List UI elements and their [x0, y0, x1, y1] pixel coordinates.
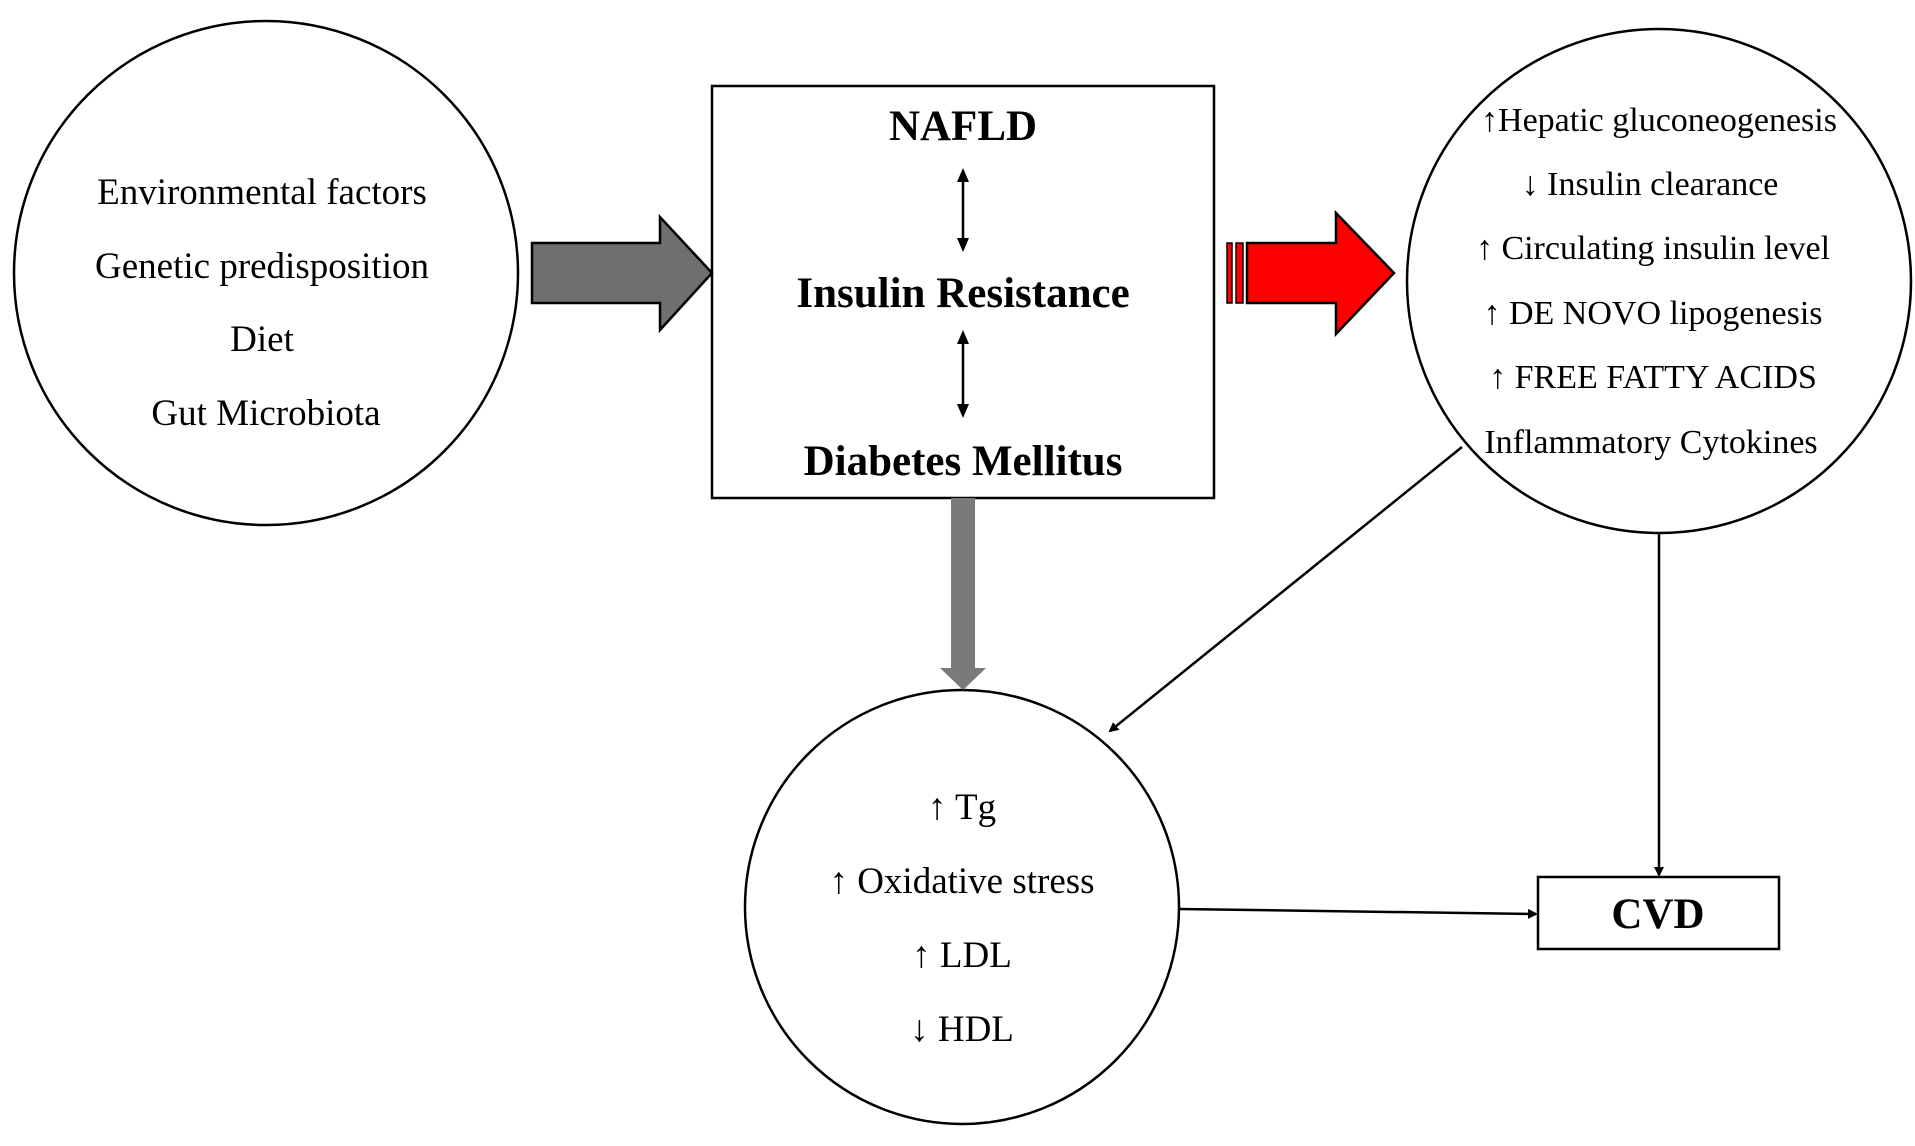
double-arrow-ir-dm	[957, 330, 969, 418]
effect-free-fatty-acids: ↑ FREE FATTY ACIDS	[1489, 359, 1817, 396]
lipid-oxidative-stress: ↑ Oxidative stress	[829, 861, 1095, 902]
insulin-resistance-label: Insulin Resistance	[796, 270, 1130, 317]
nafld-label: NAFLD	[888, 103, 1038, 150]
gray-arrow-down	[940, 498, 986, 690]
arrow-effects-to-lipid	[1108, 446, 1463, 733]
factor-gut-microbiota: Gut Microbiota	[151, 393, 381, 434]
effect-inflammatory-cytokines: Inflammatory Cytokines	[1484, 424, 1818, 461]
effect-de-novo-lipogenesis: ↑ DE NOVO lipogenesis	[1483, 295, 1823, 332]
cvd-box	[1536, 875, 1781, 951]
cvd-label: CVD	[1611, 891, 1705, 938]
lipid-tg: ↑ Tg	[927, 787, 997, 828]
arrow-lipid-to-cvd	[1178, 907, 1538, 919]
factor-genetic: Genetic predisposition	[95, 246, 429, 287]
effect-insulin-clearance: ↓ Insulin clearance	[1521, 166, 1779, 203]
factor-diet: Diet	[230, 319, 294, 360]
central-box	[710, 84, 1216, 500]
lipid-hdl: ↓ HDL	[910, 1009, 1014, 1050]
red-arrow-right	[1226, 209, 1396, 338]
double-arrow-nafld-ir	[957, 168, 969, 252]
diabetes-mellitus-label: Diabetes Mellitus	[803, 438, 1123, 485]
lipid-ldl: ↑ LDL	[912, 935, 1012, 976]
factors-circle	[12, 19, 520, 527]
effect-circulating-insulin: ↑ Circulating insulin level	[1475, 230, 1831, 267]
effect-hepatic-gluconeogenesis: ↑Hepatic gluconeogenesis	[1481, 102, 1837, 139]
factor-environmental: Environmental factors	[97, 172, 427, 213]
lipid-circle	[743, 688, 1181, 1126]
gray-arrow-right	[530, 213, 714, 334]
